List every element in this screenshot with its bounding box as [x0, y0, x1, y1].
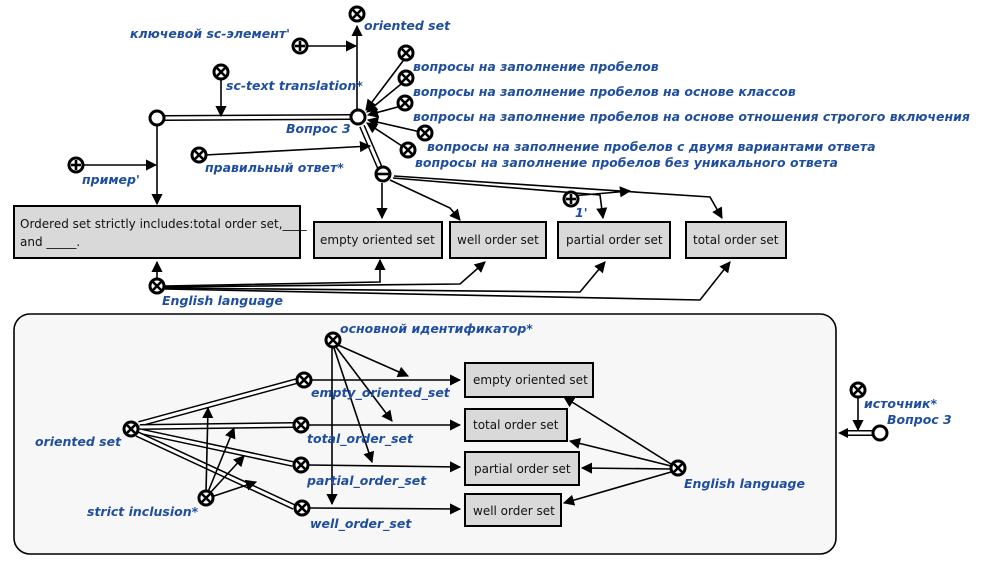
node-sc-text-translation[interactable] — [212, 63, 230, 81]
box-total-top-label: total order set — [693, 233, 779, 247]
node-example[interactable] — [67, 156, 85, 174]
label-oriented-set-top: oriented set — [364, 18, 451, 33]
edge-main-id-1 — [337, 344, 410, 378]
node-q-fill-gaps[interactable] — [397, 44, 415, 62]
label-q-fill-gaps-nonunique: вопросы на заполнение пробелов без уника… — [415, 155, 838, 170]
edge-en-partial — [164, 261, 606, 293]
node-question3-right[interactable] — [871, 424, 889, 442]
label-main-identifier: основной идентификатор* — [340, 321, 533, 336]
node-main-identifier[interactable] — [324, 331, 342, 349]
node-q-fill-gaps-two[interactable] — [416, 124, 434, 142]
edge-answer-total — [393, 175, 723, 219]
edge-id-partial — [308, 461, 462, 473]
label-key-sc-element: ключевой sc-элемент' — [130, 26, 290, 41]
label-english-top: English language — [162, 293, 283, 308]
label-english-right: English language — [684, 476, 805, 491]
source-edge-head — [838, 428, 848, 438]
label-q-fill-gaps-classes: вопросы на заполнение пробелов на основе… — [413, 84, 796, 99]
edge-answer-well — [389, 179, 461, 221]
edge-strict-2 — [207, 426, 236, 493]
box-total-inner[interactable] — [464, 408, 568, 442]
label-q-fill-gaps: вопросы на заполнение пробелов — [413, 59, 659, 74]
edge-en-right-partial — [580, 462, 671, 474]
edge-main-id-3 — [333, 347, 375, 464]
edge-en-right-empty — [563, 396, 672, 465]
box-empty-top-label: empty oriented set — [320, 233, 435, 247]
edge-one-attr — [570, 186, 632, 198]
node-english-right[interactable] — [669, 459, 687, 477]
question-text-line1: Ordered set strictly includes:total orde… — [20, 217, 308, 231]
edge-strict-1 — [202, 406, 214, 493]
node-q-fill-gaps-strict[interactable] — [396, 94, 414, 112]
box-well-inner[interactable] — [464, 493, 562, 527]
edge-class-1 — [365, 56, 407, 111]
label-correct-answer: правильный ответ* — [205, 160, 344, 175]
edge-class-4 — [366, 116, 426, 134]
label-oriented-set-left: oriented set — [35, 434, 122, 449]
label-example: пример' — [82, 172, 140, 187]
label-strict-inclusion: strict inclusion* — [87, 504, 199, 519]
box-well-top[interactable] — [449, 221, 547, 259]
label-q-fill-gaps-two: вопросы на заполнение пробелов с двумя в… — [427, 139, 876, 154]
label-sc-text-translation: sc-text translation* — [226, 78, 363, 93]
label-question3-right: Вопрос 3 — [887, 412, 952, 427]
node-id-partial[interactable] — [292, 456, 310, 474]
label-q-fill-gaps-strict: вопросы на заполнение пробелов на основе… — [413, 109, 970, 124]
node-english-top[interactable] — [148, 277, 166, 295]
box-total-top[interactable] — [685, 221, 787, 259]
label-id-well: well_order_set — [310, 516, 412, 532]
question-text-line2: and _____. — [20, 235, 80, 249]
label-id-total: total_order_set — [307, 431, 414, 447]
node-translation[interactable] — [148, 109, 166, 127]
box-empty-top[interactable] — [313, 221, 443, 259]
edges-oriented-set-double — [135, 378, 298, 510]
label-one: 1' — [575, 205, 588, 220]
node-answer[interactable] — [374, 165, 392, 183]
box-partial-inner-label: partial order set — [474, 462, 571, 476]
edge-strict-3 — [209, 455, 245, 494]
box-well-top-label: well order set — [457, 233, 539, 247]
label-source: источник* — [864, 396, 937, 411]
box-empty-inner-label: empty oriented set — [473, 373, 588, 387]
edge-answer-partial — [392, 177, 608, 220]
node-q-fill-gaps-nonunique[interactable] — [399, 141, 417, 159]
box-partial-inner[interactable] — [464, 451, 580, 486]
node-id-total[interactable] — [292, 416, 310, 434]
edge-strict-4 — [213, 479, 258, 497]
edge-en-right-well — [562, 471, 672, 506]
node-one[interactable] — [562, 190, 580, 208]
node-oriented-set-top[interactable] — [348, 5, 366, 23]
edge-en-well — [164, 261, 486, 288]
node-strict-inclusion[interactable] — [197, 489, 215, 507]
node-question3[interactable] — [349, 108, 367, 126]
edge-en-right-total — [568, 437, 672, 467]
edge-en-empty — [164, 258, 386, 287]
box-partial-top-label: partial order set — [566, 233, 663, 247]
box-empty-inner[interactable] — [464, 362, 594, 398]
edge-class-2 — [366, 79, 407, 113]
label-id-empty: empty_oriented_set — [311, 385, 451, 401]
label-question3: Вопрос 3 — [286, 121, 351, 136]
edge-main-id-2 — [335, 346, 393, 422]
edge-en-total — [164, 261, 731, 301]
node-source[interactable] — [849, 381, 867, 399]
edge-correct-answer-attr — [204, 140, 372, 156]
edge-id-well — [309, 503, 462, 515]
node-q-fill-gaps-classes[interactable] — [397, 69, 415, 87]
node-key-element[interactable] — [291, 37, 309, 55]
box-partial-top[interactable] — [557, 221, 671, 259]
node-id-empty[interactable] — [295, 371, 313, 389]
node-correct-answer[interactable] — [190, 146, 208, 164]
question-text-box[interactable] — [13, 205, 301, 259]
box-total-inner-label: total order set — [473, 418, 559, 432]
node-oriented-set-left[interactable] — [122, 420, 140, 438]
node-id-well[interactable] — [293, 499, 311, 517]
box-well-inner-label: well order set — [473, 504, 555, 518]
label-id-partial: partial_order_set — [306, 473, 427, 489]
